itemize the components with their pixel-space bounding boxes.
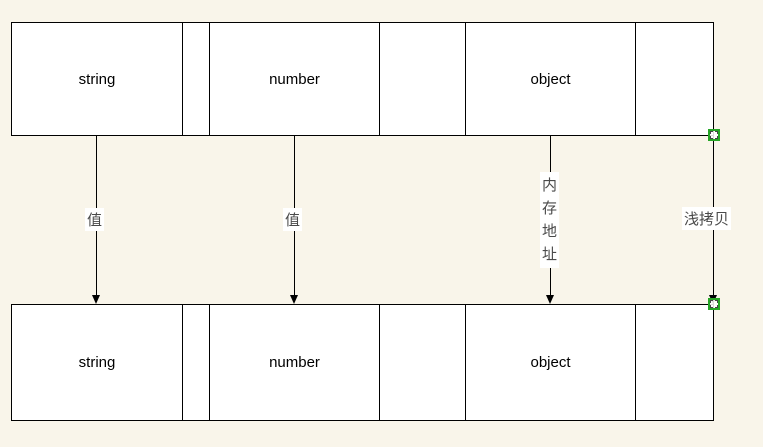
bottom-row-table[interactable]: string number object	[11, 304, 714, 421]
arrowhead-down-icon	[546, 295, 554, 304]
bottom-cell-spacer-3[interactable]	[636, 305, 713, 420]
cell-label: object	[530, 354, 571, 371]
selection-handle-top[interactable]	[708, 129, 720, 141]
bottom-cell-object[interactable]: object	[466, 305, 636, 420]
top-row-table[interactable]: string number object	[11, 22, 714, 136]
connector-label-memory-address: 内存地址	[540, 172, 559, 268]
selection-handle-bottom[interactable]	[708, 298, 720, 310]
connector-label-shallow-copy: 浅拷贝	[682, 207, 732, 230]
connector-label-value-1: 值	[85, 208, 105, 231]
cell-label: number	[269, 354, 320, 371]
cell-label: string	[78, 354, 116, 371]
connector-label-value-2: 值	[283, 208, 303, 231]
bottom-cell-spacer-1[interactable]	[183, 305, 210, 420]
top-cell-object[interactable]: object	[466, 23, 636, 135]
cell-label: number	[269, 70, 320, 88]
bottom-cell-number[interactable]: number	[210, 305, 380, 420]
top-cell-spacer-3[interactable]	[636, 23, 713, 135]
top-cell-spacer-1[interactable]	[183, 23, 210, 135]
cell-label: string	[78, 70, 116, 88]
cell-label: object	[530, 70, 571, 88]
top-cell-number[interactable]: number	[210, 23, 380, 135]
top-cell-string[interactable]: string	[12, 23, 183, 135]
arrowhead-down-icon	[92, 295, 100, 304]
bottom-cell-spacer-2[interactable]	[380, 305, 466, 420]
arrowhead-down-icon	[290, 295, 298, 304]
bottom-cell-string[interactable]: string	[12, 305, 183, 420]
top-cell-spacer-2[interactable]	[380, 23, 466, 135]
